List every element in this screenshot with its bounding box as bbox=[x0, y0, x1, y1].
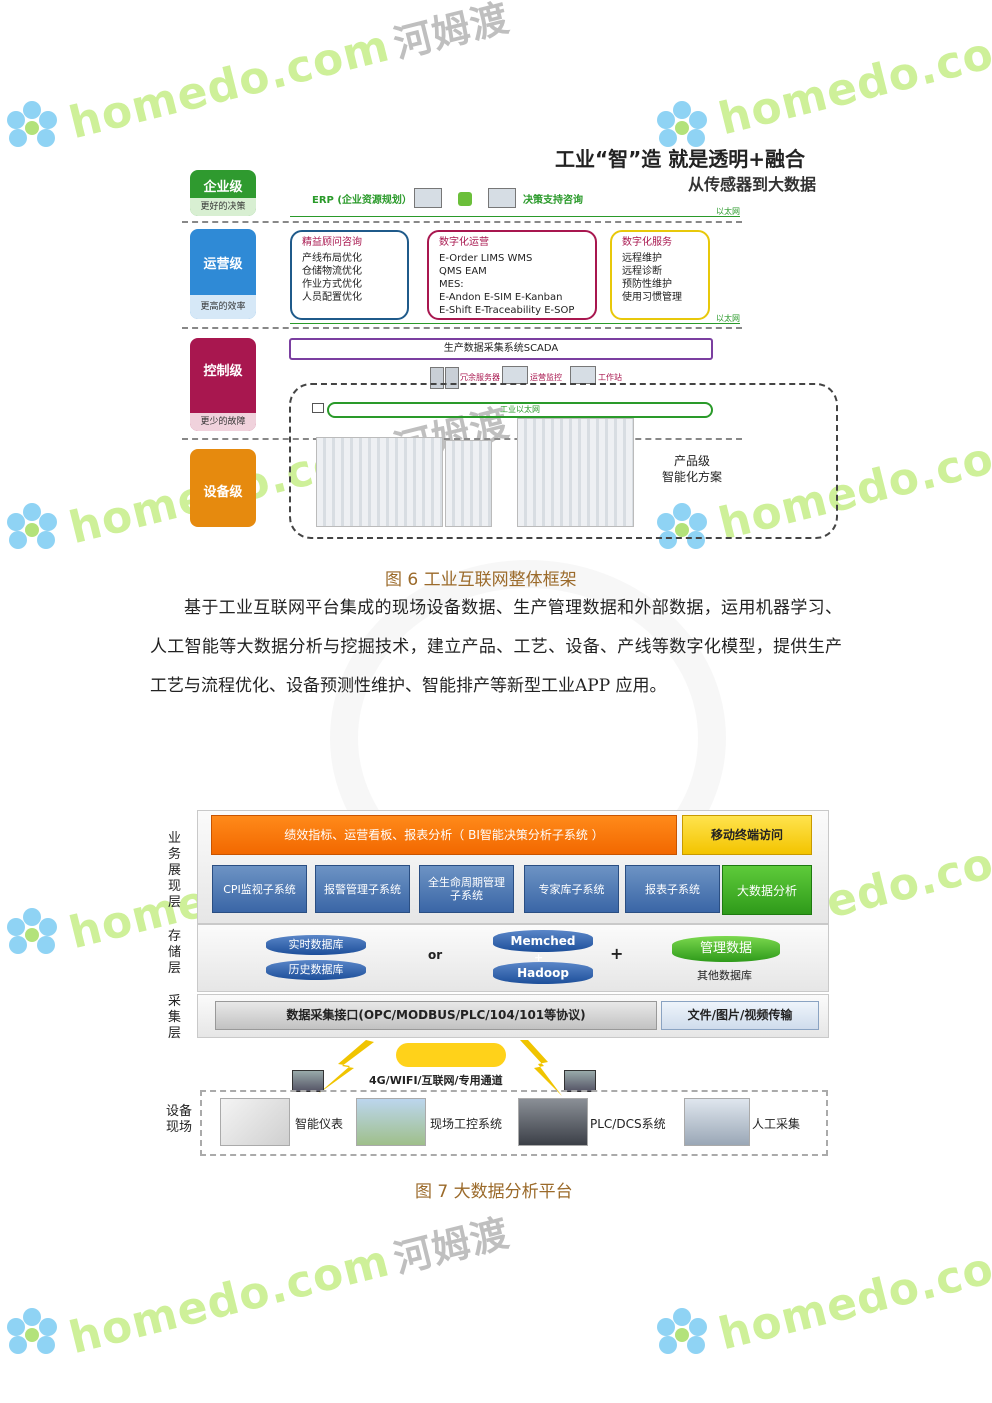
bigdata-analysis: 大数据分析 bbox=[722, 865, 812, 915]
computer-icon bbox=[414, 188, 442, 208]
watermark: homedo.com bbox=[713, 1231, 992, 1361]
box-lean-consulting: 精益顾问咨询 产线布局优化 仓储物流优化 作业方式优化 人员配置优化 bbox=[290, 230, 409, 320]
scada-bar: 生产数据采集系统SCADA bbox=[289, 338, 713, 360]
history-db: 历史数据库 bbox=[266, 960, 366, 980]
device-manual: 人工采集 bbox=[752, 1117, 801, 1131]
cube-icon bbox=[458, 192, 472, 206]
product-level-label: 产品级 智能化方案 bbox=[662, 454, 723, 484]
erp-label: ERP (企业资源规划） bbox=[312, 195, 412, 206]
watermark: homedo.com河姆渡 bbox=[64, 0, 514, 150]
box-digital-service: 数字化服务 远程维护 远程诊断 预防性维护 使用习惯管理 bbox=[610, 230, 710, 320]
lightning-icon bbox=[318, 1040, 374, 1094]
device-zone bbox=[289, 383, 838, 539]
subsystem-expert: 专家库子系统 bbox=[524, 865, 619, 913]
bi-bar: 绩效指标、运营看板、报表分析（ BI智能决策分析子系统 ） bbox=[211, 815, 677, 855]
subsystem-cpi: CPI监视子系统 bbox=[212, 865, 307, 913]
operations-monitor-label: 运营监控 bbox=[530, 373, 562, 382]
layer-label-business: 业务展现层 bbox=[168, 831, 182, 910]
device-diagram-image bbox=[517, 418, 634, 527]
manual-entry-image bbox=[684, 1098, 750, 1146]
flower-logo-icon bbox=[7, 503, 57, 549]
ethernet-label: 以太网 bbox=[716, 314, 740, 323]
other-db-label: 其他数据库 bbox=[697, 969, 752, 982]
body-paragraph: 基于工业互联网平台集成的现场设备数据、生产管理数据和外部数据，运用机器学习、人工… bbox=[150, 598, 842, 696]
device-diagram-image bbox=[445, 440, 492, 527]
memched-db: Memched bbox=[493, 930, 593, 952]
redundant-server-label: 冗余服务器 bbox=[460, 373, 500, 382]
layer-label-device: 设备现场 bbox=[166, 1104, 193, 1135]
figure6-caption: 图 6 工业互联网整体框架 bbox=[385, 570, 577, 590]
collection-interface: 数据采集接口(OPC/MODBUS/PLC/104/101等协议) bbox=[215, 1001, 657, 1030]
file-transfer: 文件/图片/视频传输 bbox=[661, 1001, 819, 1030]
workstation-label: 工作站 bbox=[598, 373, 622, 382]
subsystem-alarm: 报警管理子系统 bbox=[315, 865, 410, 913]
realtime-db: 实时数据库 bbox=[266, 935, 366, 955]
device-plc-dcs: PLC/DCS系统 bbox=[590, 1117, 666, 1131]
figure6-subtitle: 从传感器到大数据 bbox=[688, 175, 817, 194]
watermark: homedo.com bbox=[713, 16, 992, 146]
flower-logo-icon bbox=[7, 101, 57, 147]
plc-dcs-image bbox=[518, 1098, 588, 1146]
subsystem-report: 报表子系统 bbox=[625, 865, 720, 913]
device-field-control: 现场工控系统 bbox=[430, 1117, 503, 1131]
layer-separator bbox=[182, 438, 742, 440]
ethernet-label: 以太网 bbox=[716, 207, 740, 216]
layer-label-collect: 采集层 bbox=[168, 994, 182, 1041]
figure6-title: 工业“智”造 就是透明+融合 bbox=[555, 147, 806, 171]
channel-label: 4G/WIFI/互联网/专用通道 bbox=[369, 1074, 503, 1087]
field-control-image bbox=[356, 1098, 426, 1146]
gateway-icon bbox=[292, 1070, 324, 1092]
layer-separator bbox=[182, 221, 742, 223]
figure7-caption: 图 7 大数据分析平台 bbox=[415, 1182, 573, 1202]
level-device: 设备级 bbox=[190, 449, 256, 527]
flower-logo-icon bbox=[7, 908, 57, 954]
industrial-ethernet-bar: 工业以太网 bbox=[327, 402, 713, 418]
device-smart-meter: 智能仪表 bbox=[295, 1117, 344, 1131]
device-field bbox=[200, 1090, 828, 1156]
device-diagram-image bbox=[316, 437, 443, 527]
mgmt-data-db: 管理数据 bbox=[672, 936, 780, 962]
mobile-access: 移动终端访问 bbox=[682, 815, 812, 855]
subsystem-lifecycle: 全生命周期管理子系统 bbox=[419, 865, 514, 913]
decision-support-label: 决策支持咨询 bbox=[523, 195, 583, 206]
cloud-icon bbox=[396, 1043, 506, 1067]
gateway-icon bbox=[564, 1070, 596, 1092]
level-control: 控制级 更少的故障 bbox=[190, 338, 256, 431]
watermark: homedo.com河姆渡 bbox=[64, 1210, 514, 1365]
layer-separator bbox=[182, 327, 742, 329]
level-enterprise: 企业级 更好的决策 bbox=[190, 170, 256, 216]
flower-logo-icon bbox=[657, 1308, 707, 1354]
smart-meter-image bbox=[220, 1098, 290, 1146]
flower-logo-icon bbox=[7, 1308, 57, 1354]
computer-icon bbox=[488, 188, 516, 208]
hadoop-db: Hadoop bbox=[493, 962, 593, 984]
or-label: or bbox=[428, 948, 443, 962]
plus-label: + bbox=[610, 944, 624, 963]
layer-label-storage: 存储层 bbox=[168, 929, 182, 976]
level-operations: 运营级 更高的效率 bbox=[190, 229, 256, 319]
lightning-icon bbox=[520, 1040, 562, 1096]
computer-icon bbox=[502, 366, 528, 384]
router-icon bbox=[312, 403, 324, 413]
computer-icon bbox=[570, 366, 596, 384]
box-digital-operations: 数字化运营 E-Order LIMS WMS QMS EAM MES: E-An… bbox=[427, 230, 597, 320]
